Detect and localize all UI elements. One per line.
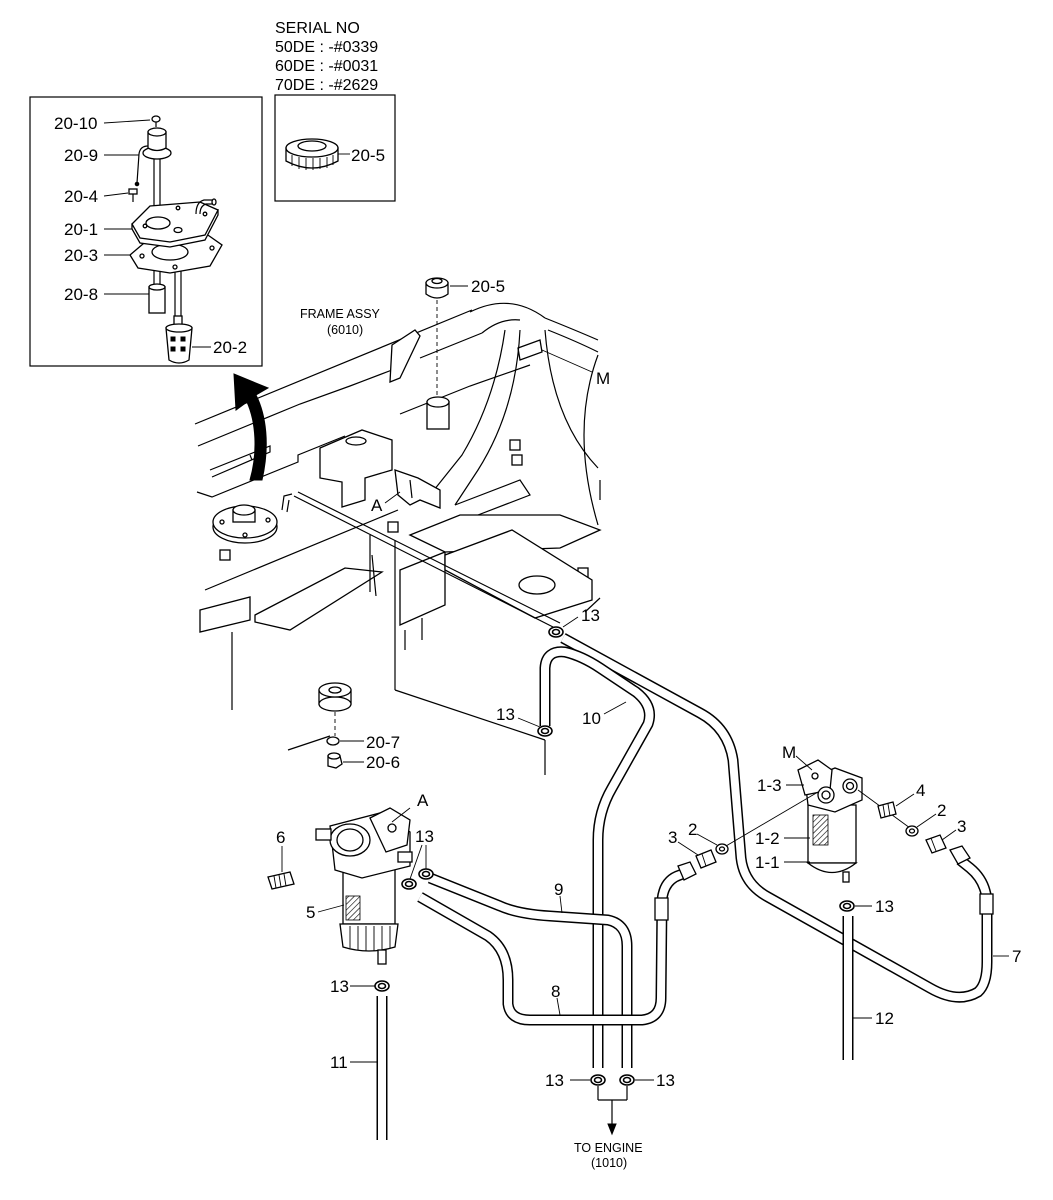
callout-main-filter-washer-left: 2	[688, 820, 697, 839]
callout-detail-cap: 20-5	[351, 146, 385, 165]
callout-main-filter-drain-hose: 12	[875, 1009, 894, 1028]
callout-engine-clamp-right: 13	[656, 1071, 675, 1090]
screw-part	[151, 115, 161, 127]
washer-right-part	[905, 825, 919, 837]
callout-prefilter-clamp-drain: 13	[330, 977, 349, 996]
callout-main-filter-clamp-bottom: 13	[875, 897, 894, 916]
callout-main-filter-element: 1-2	[755, 829, 780, 848]
sender-unit-part	[134, 127, 172, 187]
engine-outlet	[597, 1086, 628, 1136]
clamp-prefilter-drain	[374, 980, 390, 992]
callout-sender-unit: 20-9	[64, 146, 98, 165]
fuel-sender-on-frame	[212, 491, 561, 629]
detail-arrow-icon	[233, 373, 270, 481]
callout-main-filter-connector-left: 3	[668, 828, 677, 847]
callout-gasket: 20-3	[64, 246, 98, 265]
callout-tube: 20-8	[64, 285, 98, 304]
callout-main-filter-head: 1-3	[757, 776, 782, 795]
callout-grommet: 20-7	[366, 733, 400, 752]
callout-clamp-return: 13	[496, 705, 515, 724]
callout-prefilter-clamp-outlet: 13	[415, 827, 434, 846]
to-engine-ref: (1010)	[591, 1156, 627, 1170]
clamp-prefilter-b	[418, 868, 434, 880]
callout-main-filter-connector-right: 3	[957, 817, 966, 836]
callout-hose-supply: 7	[1012, 947, 1021, 966]
frame-assy-title: FRAME ASSY	[300, 307, 381, 321]
connector-right-part	[925, 834, 947, 854]
clamp-prefilter-a	[401, 878, 417, 890]
hose-7	[560, 633, 994, 1003]
plate-part	[131, 198, 219, 248]
serial-detail-box: 20-5	[274, 94, 396, 202]
callout-hose-to-main: 8	[551, 982, 560, 1001]
serial-line-70de: 70DE : -#2629	[275, 77, 378, 94]
callout-clamp-upper: 13	[581, 606, 600, 625]
callout-filler-cap: 20-5	[471, 277, 505, 296]
connector-left-part	[695, 849, 717, 869]
callout-main-filter-housing: 1-1	[755, 853, 780, 872]
mount-rubber	[318, 682, 352, 736]
callout-prefilter-bolt: 6	[276, 828, 285, 847]
serial-note: SERIAL NO 50DE : -#0339 60DE : -#0031 70…	[275, 20, 378, 94]
filler-cap-detail	[285, 138, 339, 170]
callout-main-filter-bolt: 4	[916, 781, 925, 800]
arrow-down-icon	[607, 1123, 617, 1136]
plug-part	[327, 752, 343, 769]
clamp-engine-left	[590, 1074, 606, 1086]
serial-line-50de: 50DE : -#0339	[275, 39, 378, 56]
serial-heading: SERIAL NO	[275, 20, 360, 37]
clamp-engine-right	[619, 1074, 635, 1086]
callout-engine-clamp-left: 13	[545, 1071, 564, 1090]
filler-cap	[425, 277, 449, 396]
to-engine-title: TO ENGINE	[574, 1141, 643, 1155]
callout-hose-feed: 9	[554, 880, 563, 899]
washer-left-part	[715, 843, 729, 855]
tube-part	[148, 283, 166, 314]
callout-plate: 20-1	[64, 220, 98, 239]
clamp-main-filter-drain	[839, 900, 855, 912]
callout-screw: 20-10	[54, 114, 97, 133]
main-filter-assembly	[797, 759, 863, 883]
hose-10	[539, 646, 655, 1068]
clamp-return	[537, 725, 553, 737]
strainer-part	[165, 315, 193, 364]
callout-frame-bracket-a: A	[371, 496, 383, 515]
pre-filter-assembly	[315, 807, 413, 965]
bolt-4-part	[877, 801, 897, 819]
grommet-part	[326, 736, 340, 746]
callout-prefilter-assembly: 5	[306, 903, 315, 922]
callout-prefilter-bracket-a: A	[417, 791, 429, 810]
callout-hose-return: 10	[582, 709, 601, 728]
bolt-6-part	[267, 871, 295, 890]
callout-strainer: 20-2	[213, 338, 247, 357]
callout-main-filter-mount-m: M	[782, 743, 796, 762]
callout-plug: 20-6	[366, 753, 400, 772]
callout-frame-mount-m: M	[596, 369, 610, 388]
callout-main-filter-washer-right: 2	[937, 801, 946, 820]
bolt-part	[128, 188, 138, 202]
callout-bolt: 20-4	[64, 187, 98, 206]
frame-assembly	[194, 302, 602, 775]
frame-assy-ref: (6010)	[327, 323, 363, 337]
sender-detail-box: 20-10 20-9 20-4 20-1 20-3 20-8 20-2	[29, 96, 263, 367]
clamp-upper	[548, 626, 564, 638]
serial-line-60de: 60DE : -#0031	[275, 58, 378, 75]
hose-9	[427, 872, 633, 1068]
filler-neck	[426, 396, 450, 430]
hose-8	[417, 861, 697, 1026]
callout-prefilter-drain-hose: 11	[330, 1053, 348, 1072]
